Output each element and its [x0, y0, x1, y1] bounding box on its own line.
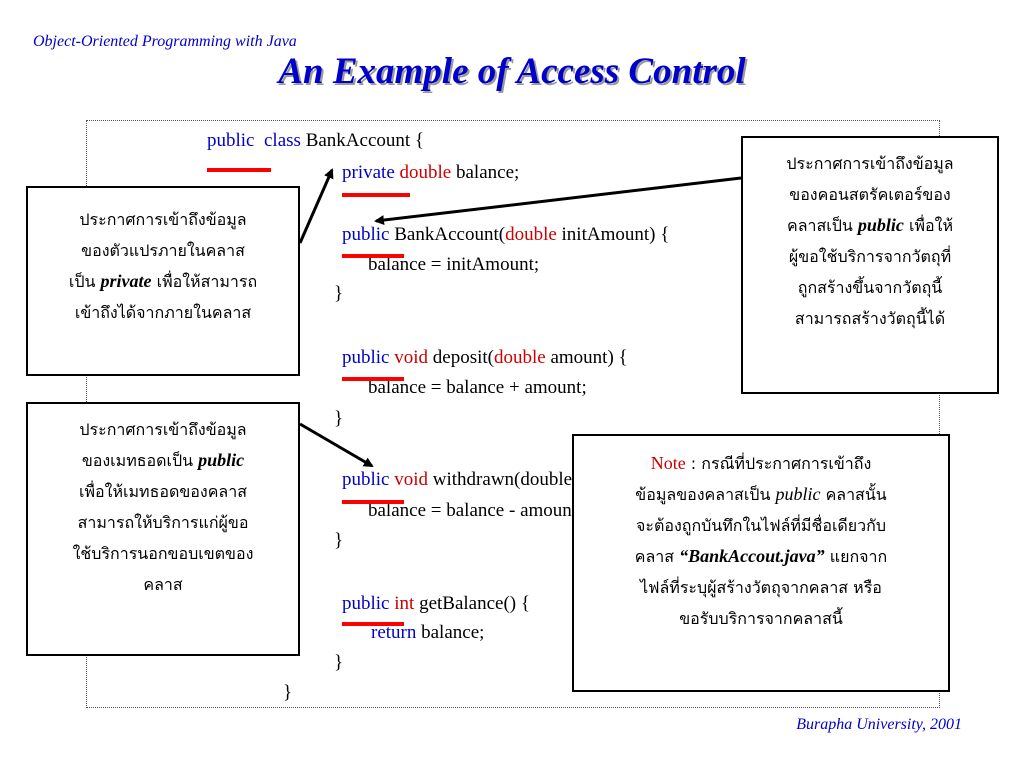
callout-text: คลาส — [143, 575, 183, 594]
callout-text: ของเมทธอดเป็น — [81, 451, 194, 470]
callout-keyword: “BankAccout.java” — [679, 546, 825, 566]
code-line-brace: } — [334, 408, 344, 429]
callout-text: เข้าถึงได้จากภายในคลาส — [74, 303, 252, 322]
callout-text: แยกจาก — [829, 547, 888, 566]
callout-text: ผู้ขอใช้บริการจากวัตถุที่ — [788, 247, 952, 266]
code-line-constructor: public BankAccount(double initAmount) { — [342, 224, 669, 246]
slide-title: An Example of Access Control — [278, 51, 746, 92]
callout-text: เพื่อให้เมทธอดของคลาส — [79, 482, 247, 501]
callout-text: เพื่อให้ — [909, 216, 953, 235]
type-void: void — [394, 469, 429, 490]
callout-private-variable: ประกาศการเข้าถึงข้อมูล ของตัวแปรภายในคลา… — [26, 186, 300, 376]
callout-text: ถูกสร้างขึ้นจากวัตถุนี้ — [797, 278, 943, 297]
callout-text: ประกาศการเข้าถึงข้อมูล — [79, 210, 247, 229]
callout-text: คลาส “BankAccout.java” แยกจาก — [574, 541, 948, 572]
type-double: double — [494, 347, 546, 368]
keyword-return: return — [371, 622, 417, 643]
keyword-public: public — [342, 347, 390, 368]
keyword-public: public — [207, 130, 255, 151]
code-line-return: return balance; — [371, 622, 484, 644]
code-text: amount) { — [545, 347, 628, 368]
code-line-brace: } — [283, 682, 293, 703]
callout-text: คลาสนั้น — [825, 485, 887, 504]
callout-text: ข้อมูลของคลาสเป็น — [635, 485, 771, 504]
code-line-brace: } — [334, 283, 344, 304]
underline-marker — [342, 377, 404, 381]
code-line-withdrawn-body: balance = balance - amount; — [368, 500, 583, 521]
callout-text: คลาสเป็น — [786, 216, 853, 235]
type-void: void — [394, 347, 429, 368]
code-text: initAmount) { — [556, 224, 670, 245]
code-text: getBalance() { — [414, 593, 530, 614]
callout-keyword: private — [100, 271, 152, 291]
code-text: BankAccount( — [389, 224, 506, 245]
code-line-class: public class BankAccount { — [207, 130, 424, 152]
callout-text: ของตัวแปรภายในคลาส — [81, 241, 245, 260]
callout-text: ประกาศการเข้าถึงข้อมูล — [786, 154, 954, 173]
callout-keyword: public — [857, 215, 904, 235]
callout-keyword: public — [198, 450, 245, 470]
code-text: balance; — [451, 162, 520, 183]
callout-text: เป็น — [68, 272, 96, 291]
callout-text: ของคอนสตรัคเตอร์ของ — [789, 185, 951, 204]
keyword-public: public — [342, 593, 390, 614]
callout-public-constructor: ประกาศการเข้าถึงข้อมูล ของคอนสตรัคเตอร์ข… — [741, 136, 999, 394]
course-header: Object-Oriented Programming with Java — [33, 33, 297, 50]
callout-text: ขอรับบริการจากคลาสนี้ — [679, 609, 843, 628]
keyword-public: public — [342, 224, 390, 245]
code-line-deposit: public void deposit(double amount) { — [342, 347, 628, 369]
callout-text: สามารถให้บริการแก่ผู้ขอ — [77, 513, 249, 532]
type-double: double — [505, 224, 557, 245]
underline-marker — [207, 168, 271, 172]
callout-note: Note : กรณีที่ประกาศการเข้าถึง ข้อมูลของ… — [572, 434, 950, 692]
callout-text: ข้อมูลของคลาสเป็น public คลาสนั้น — [574, 479, 948, 510]
underline-marker — [342, 622, 404, 626]
underline-marker — [342, 193, 410, 197]
callout-text: เพื่อให้สามารถ — [156, 272, 258, 291]
code-line-ctor-body: balance = initAmount; — [368, 254, 540, 275]
callout-text: : กรณีที่ประกาศการเข้าถึง — [685, 454, 872, 473]
code-text: deposit( — [428, 347, 494, 368]
code-line-field: private double balance; — [342, 162, 519, 184]
callout-public-method: ประกาศการเข้าถึงข้อมูล ของเมทธอดเป็น pub… — [26, 402, 300, 656]
callout-text: ของเมทธอดเป็น public — [28, 445, 298, 476]
callout-text: ประกาศการเข้าถึงข้อมูล — [79, 420, 247, 439]
keyword-public: public — [342, 469, 390, 490]
type-int: int — [394, 593, 415, 614]
footer-credit: Burapha University, 2001 — [796, 716, 962, 733]
code-text: BankAccount { — [300, 130, 425, 151]
callout-text: คลาส — [634, 547, 675, 566]
code-line-brace: } — [334, 530, 344, 551]
callout-text: คลาสเป็น public เพื่อให้ — [743, 210, 997, 241]
callout-text: สามารถสร้างวัตถุนี้ได้ — [794, 309, 946, 328]
underline-marker — [342, 254, 404, 258]
note-label: Note — [650, 453, 686, 473]
code-text: balance; — [416, 622, 485, 643]
code-line-deposit-body: balance = balance + amount; — [368, 377, 587, 398]
code-line-brace: } — [334, 652, 344, 673]
callout-text: Note : กรณีที่ประกาศการเข้าถึง — [574, 448, 948, 479]
keyword-private: private — [342, 162, 395, 183]
type-double: double — [399, 162, 452, 183]
underline-marker — [342, 500, 404, 504]
code-line-getbalance: public int getBalance() { — [342, 593, 530, 615]
callout-text: จะต้องถูกบันทึกในไฟล์ที่มีชื่อเดียวกับ — [635, 516, 887, 535]
callout-keyword: public — [775, 484, 821, 504]
keyword-class: class — [264, 130, 301, 151]
callout-text: เป็น private เพื่อให้สามารถ — [28, 266, 298, 297]
callout-text: ใช้บริการนอกขอบเขตของ — [72, 544, 254, 563]
callout-text: ไฟล์ที่ระบุผู้สร้างวัตถุจากคลาส หรือ — [640, 578, 882, 597]
